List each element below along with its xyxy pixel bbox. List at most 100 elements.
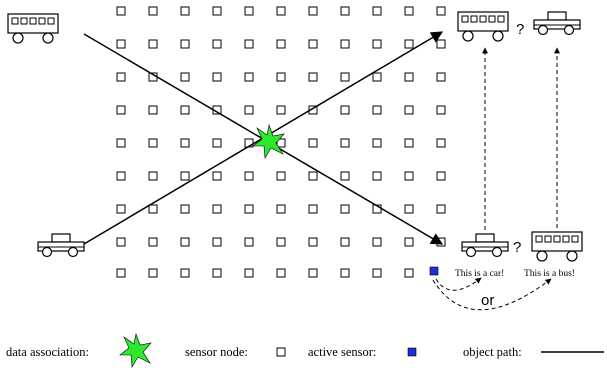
sensor-node-icon [148,6,158,16]
sensor-node-icon [372,39,382,49]
sensor-node-icon [244,6,254,16]
star-icon [252,123,285,159]
sensor-node-icon [436,39,446,49]
sensor-node-icon [212,237,222,247]
sensor-node-icon [244,171,254,181]
legend: data association: sensor node: active se… [6,332,604,368]
sensor-node-icon [116,237,126,247]
sensor-node-icon [180,204,190,214]
sensor-node-icon [180,72,190,82]
sensor-node-icon [180,268,190,278]
sensor-node-icon [404,171,414,181]
sensor-node-icon [308,268,318,278]
sensor-node-icon [244,204,254,214]
sensor-node-icon [276,138,286,148]
sensor-node-icon [148,138,158,148]
bus-icon [457,11,509,42]
sensor-node-icon [212,171,222,181]
sensor-node-icon [276,6,286,16]
bus-label: This is a bus! [524,269,575,279]
sensor-node-icon [372,171,382,181]
sensor-node-icon [148,268,158,278]
sensor-node-icon [340,105,350,115]
sensor-node-icon [404,6,414,16]
sensor-node-icon [308,204,318,214]
sensor-node-icon [340,138,350,148]
sensor-node-icon [308,237,318,247]
legend-data-association: data association: [6,345,89,359]
sensor-node-icon [404,105,414,115]
car-icon [533,11,581,36]
dashed-curve-to-bus [432,278,552,311]
sensor-node-icon [340,237,350,247]
sensor-node-icon [244,105,254,115]
sensor-node-icon [308,39,318,49]
sensor-node-icon [212,204,222,214]
star-icon [119,332,152,368]
sensor-node-icon [276,347,286,357]
legend-object-path: object path: [463,345,522,359]
sensor-node-icon [180,171,190,181]
sensor-node-icon [212,6,222,16]
sensor-node-icon [212,72,222,82]
sensor-node-icon [148,237,158,247]
sensor-node-icon [404,39,414,49]
question-mark-bottom: ? [513,239,521,256]
sensor-node-icon [436,204,446,214]
sensor-node-icon [436,72,446,82]
sensor-node-icon [436,171,446,181]
sensor-node-icon [116,268,126,278]
or-label: or [481,292,494,309]
sensor-node-icon [276,171,286,181]
sensor-node-icon [436,105,446,115]
sensor-node-icon [148,39,158,49]
sensor-node-icon [404,72,414,82]
sensor-node-icon [308,138,318,148]
sensor-node-icon [244,237,254,247]
active-sensor-icon [407,347,417,357]
car-label: This is a car! [455,269,504,279]
sensor-node-icon [180,6,190,16]
sensor-node-icon [180,39,190,49]
active-sensor-icon [429,266,439,276]
sensor-node-icon [244,268,254,278]
sensor-node-icon [340,204,350,214]
sensor-node-icon [116,39,126,49]
sensor-node-icon [276,72,286,82]
sensor-node-icon [404,268,414,278]
bus-icon [531,231,583,262]
sensor-node-icon [116,6,126,16]
sensor-node-icon [372,237,382,247]
sensor-node-icon [276,204,286,214]
sensor-node-icon [276,268,286,278]
sensor-node-icon [340,268,350,278]
sensor-node-icon [340,6,350,16]
sensor-node-icon [308,171,318,181]
question-mark-top: ? [516,21,524,38]
sensor-node-icon [148,105,158,115]
sensor-node-icon [372,268,382,278]
sensor-node-icon [116,204,126,214]
sensor-node-icon [116,138,126,148]
sensor-node-icon [212,39,222,49]
sensor-node-icon [340,72,350,82]
sensor-node-icon [244,72,254,82]
dashed-curve-to-car [435,277,482,291]
sensor-node-icon [116,72,126,82]
sensor-node-icon [436,138,446,148]
sensor-node-icon [212,268,222,278]
sensor-node-icon [148,171,158,181]
sensor-node-icon [180,138,190,148]
sensor-node-icon [436,6,446,16]
sensor-node-icon [404,138,414,148]
sensor-node-icon [276,105,286,115]
sensor-node-icon [116,171,126,181]
legend-sensor-node: sensor node: [185,345,248,359]
car-icon [37,233,85,258]
sensor-node-icon [372,138,382,148]
sensor-node-icon [276,237,286,247]
legend-active-sensor: active sensor: [308,345,376,359]
sensor-node-icon [404,204,414,214]
sensor-node-icon [116,105,126,115]
